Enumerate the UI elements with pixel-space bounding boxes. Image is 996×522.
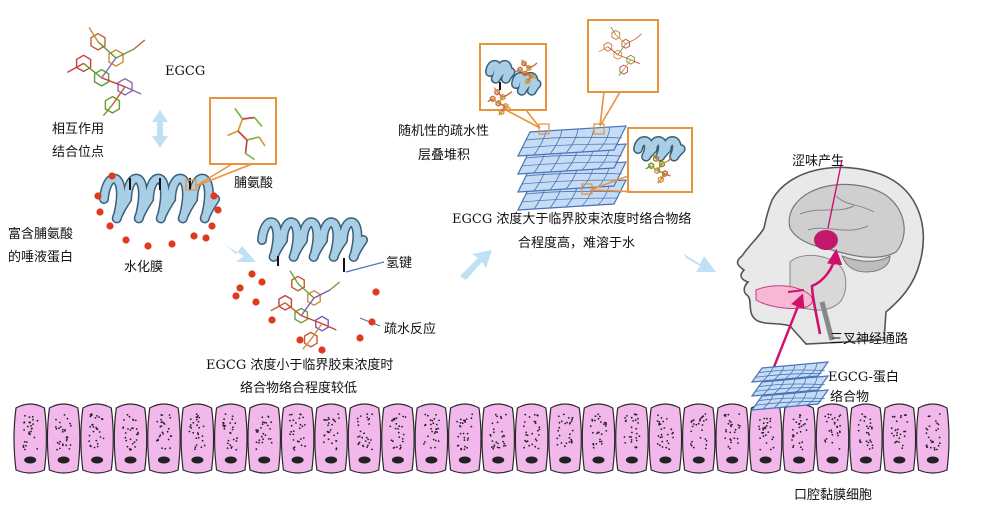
label-hbond: 氢键 xyxy=(386,256,413,271)
tongue-signal xyxy=(787,289,805,293)
stacked-sheets xyxy=(516,125,628,211)
label-high-2: 合程度高，难溶于水 xyxy=(518,236,636,251)
label-random-2: 层叠堆积 xyxy=(418,148,471,163)
label-hydration: 水化膜 xyxy=(124,260,164,275)
label-random-1: 随机性的疏水性 xyxy=(398,124,490,139)
low-concentration-complex xyxy=(232,217,385,354)
hbond-leader xyxy=(345,261,385,273)
protein-helix-2 xyxy=(257,217,368,262)
trigeminal-path xyxy=(810,248,843,335)
label-low-2: 络合物络合程度较低 xyxy=(240,381,358,396)
protein-helix-1 xyxy=(99,173,221,224)
arrow-down-right xyxy=(222,242,256,262)
label-interaction-site-1: 相互作用 xyxy=(52,122,105,137)
label-proline: 脯氨酸 xyxy=(234,176,274,191)
brain-target xyxy=(814,230,838,250)
label-complex-1: EGCG-蛋白 xyxy=(828,370,899,385)
label-low-1: EGCG 浓度小于临界胶束浓度时 xyxy=(206,358,394,373)
arrow-down-right-2 xyxy=(684,254,716,272)
human-head xyxy=(736,159,925,373)
arrow-double-vertical xyxy=(152,110,168,148)
egcg-molecule xyxy=(67,27,146,117)
stack-callouts xyxy=(479,19,693,195)
astringency-leader xyxy=(827,159,843,229)
label-trigeminal: 三叉神经通路 xyxy=(830,332,909,347)
flow-arrows xyxy=(152,110,716,280)
label-interaction-site-2: 结合位点 xyxy=(52,145,105,160)
arrow-up-right xyxy=(460,250,492,280)
mucosa-cell-layer xyxy=(13,403,950,474)
egcg-molecule-complex xyxy=(270,270,341,350)
proline-callout xyxy=(195,97,277,187)
hydrated-protein-helix xyxy=(94,172,222,250)
water-dots-2 xyxy=(232,270,380,354)
callout-box-2 xyxy=(587,19,659,93)
label-egcg: EGCG xyxy=(165,64,206,79)
label-mucosa: 口腔黏膜细胞 xyxy=(794,488,873,503)
proline-marker xyxy=(185,179,197,191)
cerebellum xyxy=(841,255,891,273)
label-high-1: EGCG 浓度大于临界胶束浓度时络合物络 xyxy=(452,212,692,227)
proline-molecule xyxy=(227,108,266,161)
signal-arrow xyxy=(770,293,805,373)
label-complex-2: 络合物 xyxy=(830,390,870,405)
throat xyxy=(819,301,835,341)
label-hydrophobic: 疏水反应 xyxy=(384,322,437,337)
hydration-water-dots xyxy=(94,172,222,250)
label-prp-2: 的唾液蛋白 xyxy=(8,250,74,265)
label-prp-1: 富含脯氨酸 xyxy=(8,227,74,242)
label-astringency: 涩味产生 xyxy=(792,154,845,169)
complex-sheet-stack xyxy=(750,361,830,411)
